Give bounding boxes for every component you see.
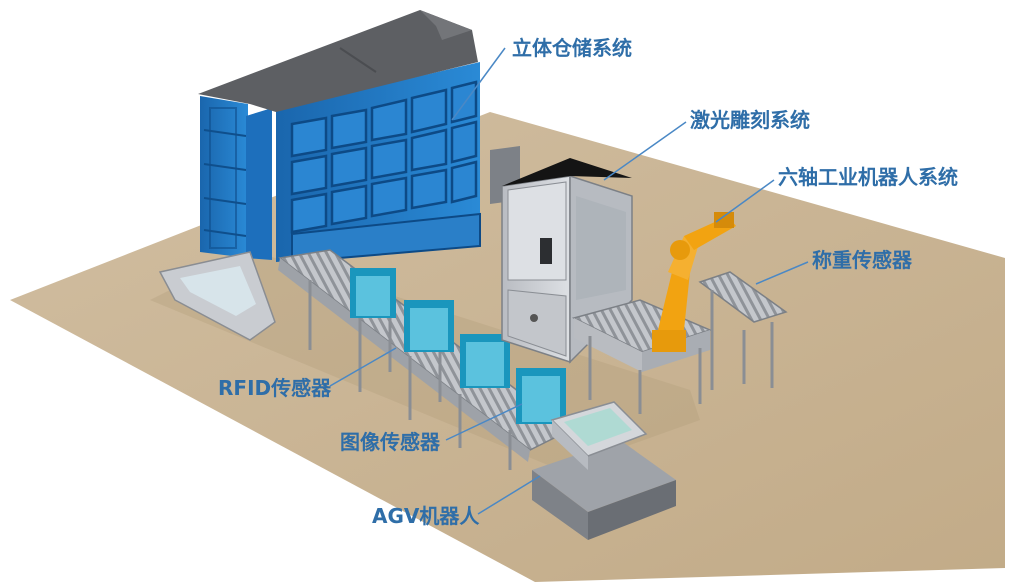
storage-rack bbox=[198, 10, 481, 264]
industrial-robot bbox=[652, 212, 736, 352]
rack-roof bbox=[198, 10, 478, 112]
label-storage-system: 立体仓储系统 bbox=[512, 36, 632, 60]
rack-cells bbox=[290, 80, 478, 234]
leader-lines bbox=[329, 47, 809, 515]
sensor-gate-2 bbox=[404, 300, 454, 352]
weighing-conveyor bbox=[698, 271, 788, 390]
sensor-gates bbox=[350, 268, 566, 424]
laser-cabinet bbox=[490, 146, 633, 364]
sensor-gate-3 bbox=[460, 334, 510, 388]
label-weight-sensor: 称重传感器 bbox=[812, 248, 912, 272]
sensor-gate-4 bbox=[516, 368, 566, 424]
sensor-gate-1 bbox=[350, 268, 396, 318]
label-agv-robot: AGV机器人 bbox=[372, 504, 480, 528]
agv-robot bbox=[532, 401, 676, 540]
label-image-sensor: 图像传感器 bbox=[340, 430, 440, 454]
label-laser-engraving: 激光雕刻系统 bbox=[690, 108, 810, 132]
label-six-axis-robot: 六轴工业机器人系统 bbox=[778, 165, 958, 189]
label-rfid-sensor: RFID传感器 bbox=[218, 376, 332, 400]
